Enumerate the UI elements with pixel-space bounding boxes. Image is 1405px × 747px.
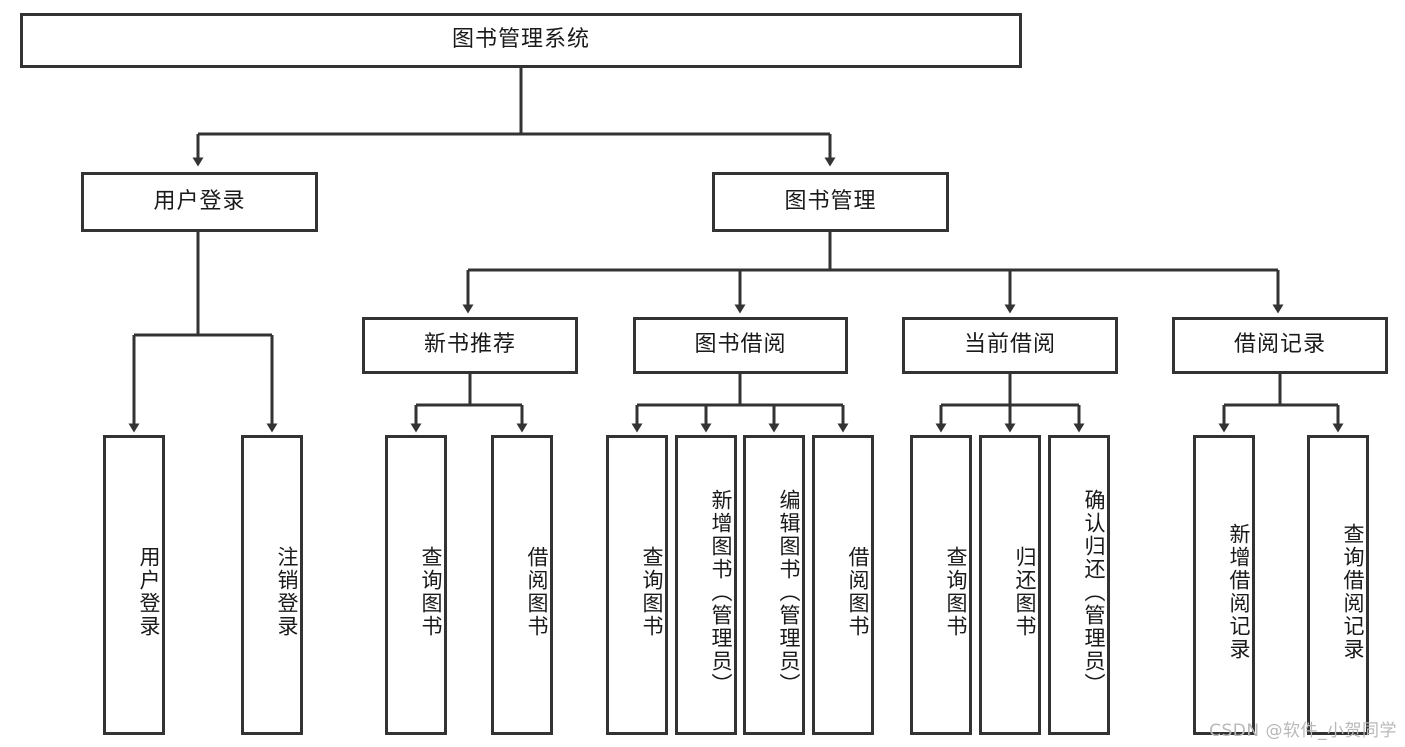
node-leaf-user-login[interactable]: 用户登录 bbox=[103, 435, 165, 735]
node-leaf-add-record-label: 新增借阅记录 bbox=[1227, 523, 1251, 661]
node-leaf-query-book-2[interactable]: 查询图书 bbox=[606, 435, 668, 735]
node-root-label: 图书管理系统 bbox=[451, 27, 590, 53]
node-leaf-query-book-2-label: 查询图书 bbox=[640, 546, 664, 638]
node-leaf-logout-label: 注销登录 bbox=[275, 546, 299, 638]
node-leaf-edit-book[interactable]: 编辑图书（管理员） bbox=[743, 435, 805, 735]
node-leaf-user-login-label: 用户登录 bbox=[137, 546, 161, 638]
csdn-watermark: CSDN @软件_小贺同学 bbox=[1209, 721, 1397, 741]
node-leaf-logout[interactable]: 注销登录 bbox=[241, 435, 303, 735]
node-leaf-edit-book-label: 编辑图书（管理员） bbox=[777, 488, 801, 696]
node-book-management[interactable]: 图书管理 bbox=[712, 172, 949, 232]
node-leaf-query-book-1-label: 查询图书 bbox=[419, 546, 443, 638]
node-leaf-return-book[interactable]: 归还图书 bbox=[979, 435, 1041, 735]
node-current-borrow-label: 当前借阅 bbox=[963, 332, 1056, 358]
node-leaf-add-record[interactable]: 新增借阅记录 bbox=[1193, 435, 1255, 735]
node-leaf-query-record-label: 查询借阅记录 bbox=[1341, 523, 1365, 661]
node-leaf-confirm-return-label: 确认归还（管理员） bbox=[1082, 488, 1106, 696]
node-user-login[interactable]: 用户登录 bbox=[81, 172, 318, 232]
node-new-book-recommend[interactable]: 新书推荐 bbox=[362, 317, 578, 374]
node-leaf-add-book-label: 新增图书（管理员） bbox=[709, 488, 733, 696]
node-leaf-borrow-book-1[interactable]: 借阅图书 bbox=[491, 435, 553, 735]
node-book-borrow[interactable]: 图书借阅 bbox=[633, 317, 848, 374]
node-leaf-add-book[interactable]: 新增图书（管理员） bbox=[675, 435, 737, 735]
node-new-book-recommend-label: 新书推荐 bbox=[423, 332, 516, 358]
node-leaf-query-book-1[interactable]: 查询图书 bbox=[385, 435, 447, 735]
node-user-login-label: 用户登录 bbox=[153, 188, 246, 214]
node-leaf-query-book-3-label: 查询图书 bbox=[944, 546, 968, 638]
node-leaf-query-record[interactable]: 查询借阅记录 bbox=[1307, 435, 1369, 735]
node-book-borrow-label: 图书借阅 bbox=[694, 332, 787, 358]
node-borrow-record[interactable]: 借阅记录 bbox=[1172, 317, 1388, 374]
node-book-management-label: 图书管理 bbox=[784, 188, 877, 214]
node-leaf-return-book-label: 归还图书 bbox=[1013, 546, 1037, 638]
node-leaf-confirm-return[interactable]: 确认归还（管理员） bbox=[1048, 435, 1110, 735]
node-root[interactable]: 图书管理系统 bbox=[20, 13, 1022, 68]
node-leaf-borrow-book-2[interactable]: 借阅图书 bbox=[812, 435, 874, 735]
node-borrow-record-label: 借阅记录 bbox=[1233, 332, 1326, 358]
node-current-borrow[interactable]: 当前借阅 bbox=[902, 317, 1118, 374]
node-leaf-query-book-3[interactable]: 查询图书 bbox=[910, 435, 972, 735]
node-leaf-borrow-book-2-label: 借阅图书 bbox=[846, 546, 870, 638]
node-leaf-borrow-book-1-label: 借阅图书 bbox=[525, 546, 549, 638]
